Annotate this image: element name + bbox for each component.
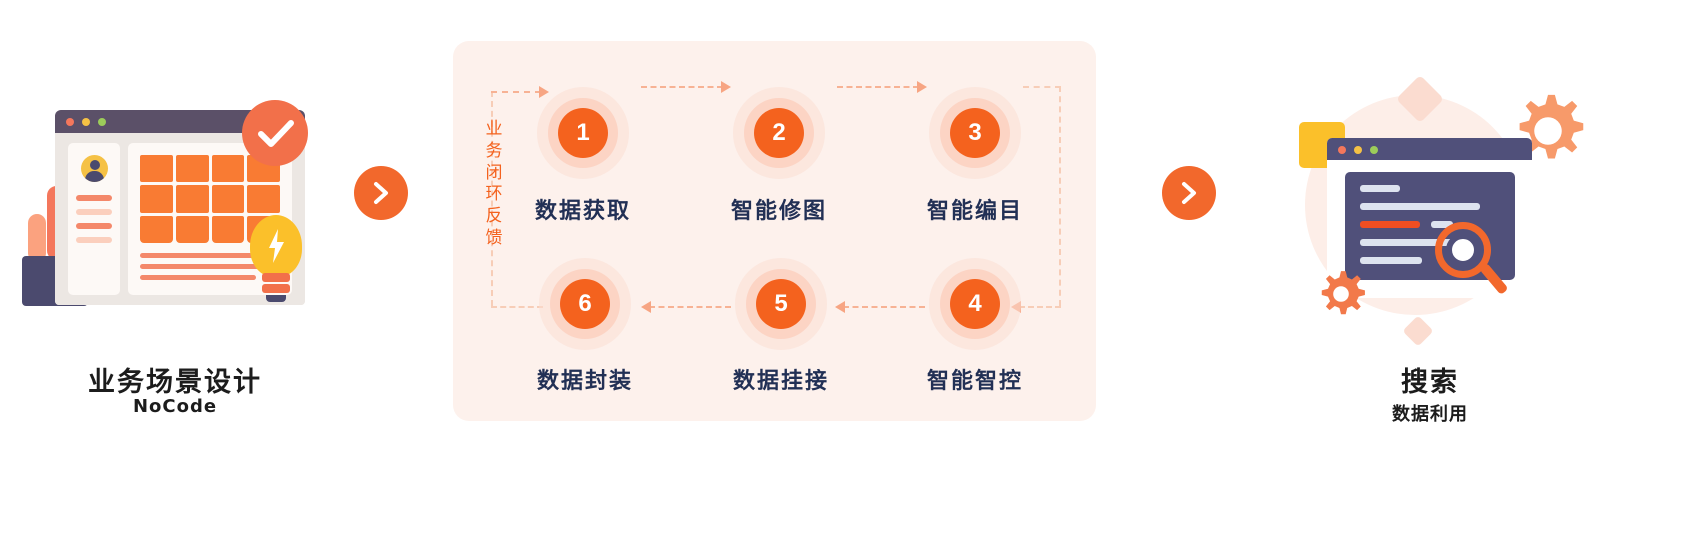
process-node-1-label: 数据获取 [534, 198, 631, 224]
flow-arrow-chip-1 [354, 166, 408, 220]
process-node-3[interactable]: 3 [929, 87, 1021, 179]
process-node-5[interactable]: 5 [735, 258, 827, 350]
process-node-4-label: 智能智控 [926, 368, 1023, 394]
connector-4-5-arrowhead [835, 301, 845, 313]
right-stage-block: 搜索 数据利用 [1230, 60, 1630, 440]
avatar [81, 155, 108, 182]
process-node-5-label: 数据挂接 [732, 368, 829, 394]
process-node-1-number: 1 [558, 108, 608, 158]
window-close-dot [66, 118, 74, 126]
process-node-4[interactable]: 4 [929, 258, 1021, 350]
process-node-6-number: 6 [560, 279, 610, 329]
chevron-right-icon [374, 182, 388, 204]
left-subtitle: NoCode [132, 396, 218, 417]
window-maximize-dot [98, 118, 106, 126]
code-line [1360, 203, 1480, 210]
feedback-loop-arrowhead [539, 86, 549, 98]
sidebar-line [76, 195, 112, 201]
process-node-6[interactable]: 6 [539, 258, 631, 350]
content-line [140, 275, 256, 280]
gear-small-icon [1321, 271, 1365, 315]
sidebar-line [76, 223, 112, 229]
feedback-loop-bottom [491, 306, 543, 308]
connector-1-2 [641, 86, 723, 88]
right-title: 搜索 [1401, 367, 1459, 398]
window-maximize-dot [1370, 146, 1378, 154]
code-line [1431, 221, 1453, 228]
process-node-6-label: 数据封装 [536, 368, 633, 394]
feedback-loop-label: 业 务 闭 环 反 馈 [483, 119, 505, 250]
decor-diamond-bottom [1402, 315, 1434, 347]
process-node-3-label: 智能编目 [926, 198, 1023, 224]
code-line [1360, 185, 1400, 192]
connector-3-4-bottom [1019, 306, 1061, 308]
connector-2-3 [837, 86, 919, 88]
connector-4-5 [843, 306, 925, 308]
check-icon [258, 120, 294, 147]
lightbulb-icon [248, 215, 304, 303]
connector-2-3-arrowhead [917, 81, 927, 93]
loop-label-char: 务 [485, 140, 503, 161]
sidebar-line [76, 209, 112, 215]
bolt-icon [269, 229, 284, 263]
process-node-3-number: 3 [950, 108, 1000, 158]
process-node-2-label: 智能修图 [730, 198, 827, 224]
process-node-5-number: 5 [756, 279, 806, 329]
loop-label-char: 业 [485, 119, 503, 139]
process-node-2-number: 2 [754, 108, 804, 158]
code-browser-title-bar [1327, 138, 1532, 160]
window-close-dot [1338, 146, 1346, 154]
loop-label-char: 馈 [485, 227, 503, 248]
content-line [140, 253, 266, 258]
code-line [1360, 239, 1458, 246]
connector-3-4-top [1023, 86, 1061, 88]
process-node-2[interactable]: 2 [733, 87, 825, 179]
process-node-4-number: 4 [950, 279, 1000, 329]
flow-arrow-chip-2 [1162, 166, 1216, 220]
left-title: 业务场景设计 [88, 367, 262, 398]
gear-large-icon [1519, 94, 1584, 159]
left-stage-block: 业务场景设计 NoCode [0, 70, 350, 450]
loop-label-char: 环 [485, 184, 503, 205]
feedback-loop-line [491, 91, 493, 306]
code-panel [1345, 172, 1515, 280]
loop-label-char: 闭 [485, 162, 503, 183]
connector-5-6-arrowhead [641, 301, 651, 313]
magnifier-icon [1433, 222, 1511, 304]
code-browser-window [1327, 138, 1532, 298]
feedback-loop-top [491, 91, 541, 93]
business-scenario-illustration [20, 100, 330, 330]
code-line [1360, 257, 1422, 264]
process-node-1[interactable]: 1 [537, 87, 629, 179]
sidebar-panel [68, 143, 120, 295]
connector-3-4-side [1059, 86, 1061, 306]
chevron-right-icon [1182, 182, 1196, 204]
right-subtitle: 数据利用 [1392, 404, 1468, 425]
process-flow-panel: 业 务 闭 环 反 馈 1 数据获取 2 [453, 41, 1096, 421]
window-minimize-dot [1354, 146, 1362, 154]
window-minimize-dot [82, 118, 90, 126]
loop-label-char: 反 [485, 206, 503, 226]
connector-5-6 [649, 306, 731, 308]
check-badge-icon [242, 100, 308, 166]
content-line [140, 264, 280, 269]
sidebar-line [76, 237, 112, 243]
search-illustration [1255, 70, 1615, 370]
connector-1-2-arrowhead [721, 81, 731, 93]
code-line-highlighted [1360, 221, 1420, 228]
